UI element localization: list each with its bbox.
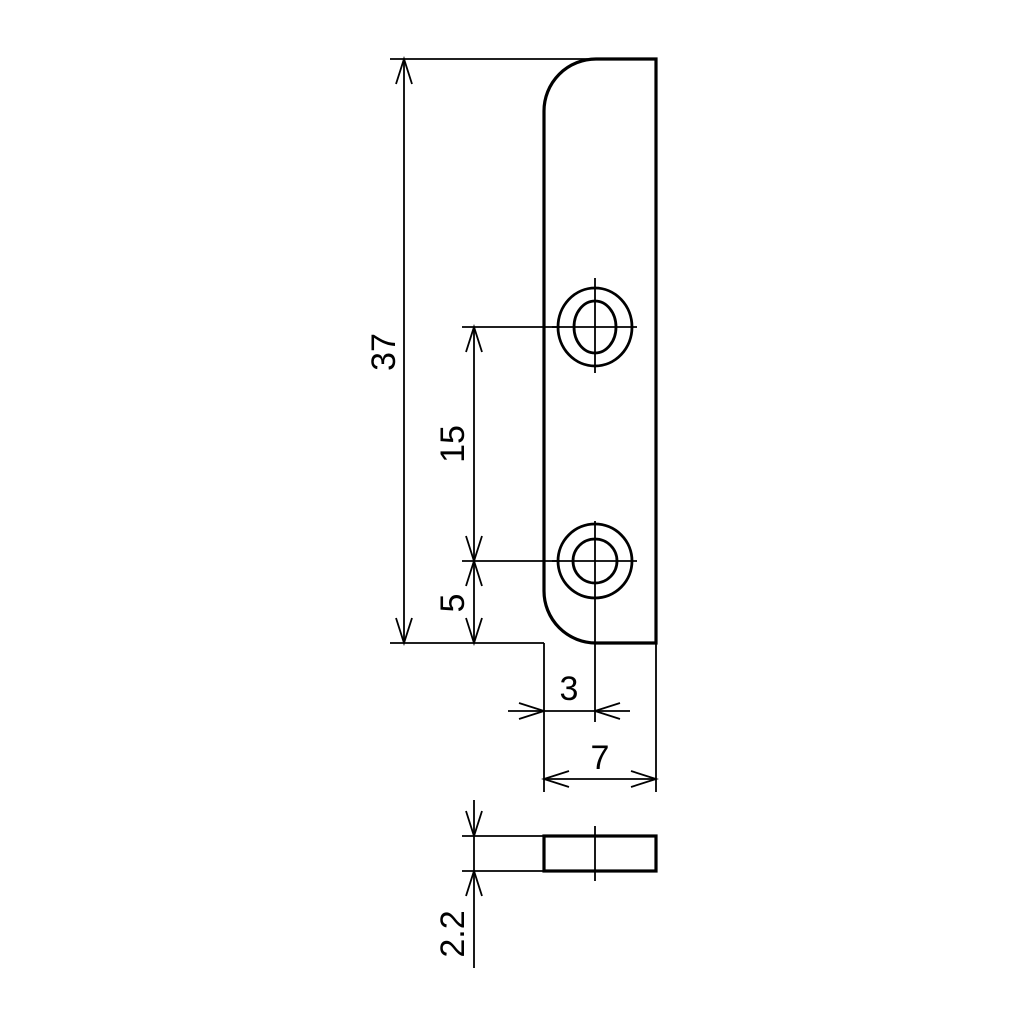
lower-countersunk-hole — [552, 521, 637, 643]
dimension-hole-spacing: 15 — [434, 324, 483, 564]
plate-outline — [542, 57, 658, 645]
dimension-label-hole-from-edge: 3 — [560, 670, 579, 708]
dimension-label-overall-height: 37 — [365, 333, 403, 371]
dimension-hole-from-bottom: 5 — [434, 558, 483, 646]
dimension-label-thickness: 2.2 — [434, 910, 472, 957]
dimension-label-hole-from-bottom: 5 — [434, 594, 472, 613]
dimension-overall-width: 7 — [541, 739, 659, 788]
dimension-label-hole-spacing: 15 — [434, 425, 472, 463]
extension-lines — [390, 58, 657, 792]
dimension-hole-from-edge: 3 — [508, 670, 630, 720]
side-view — [542, 826, 658, 881]
dimension-overall-height: 37 — [365, 56, 413, 646]
side-view-outline — [542, 834, 658, 873]
dimension-label-overall-width: 7 — [591, 739, 610, 777]
dimension-thickness: 2.2 — [434, 800, 544, 968]
upper-countersunk-hole — [552, 278, 637, 373]
